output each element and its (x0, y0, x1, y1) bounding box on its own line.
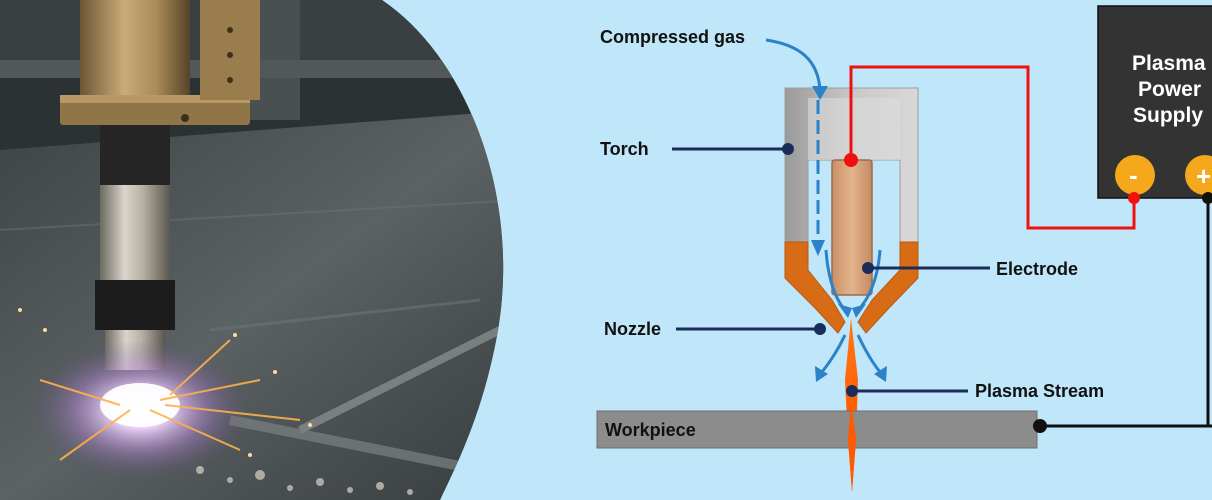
workpiece-connection (1033, 419, 1047, 433)
arrow-icon (838, 304, 852, 318)
electrode-label: Electrode (996, 259, 1078, 279)
arrow-icon (812, 86, 828, 100)
power-supply-line1: Plasma (1132, 52, 1206, 75)
power-supply-line3: Supply (1133, 104, 1203, 127)
torch-label: Torch (600, 139, 649, 159)
leader-lines (672, 147, 990, 393)
arrow-icon (815, 366, 828, 382)
plasma-stream-label: Plasma Stream (975, 381, 1104, 401)
plasma-cutting-photo (0, 0, 504, 500)
plasma-torch-diagram: Workpiece Compressed gas Torch Electrode… (596, 5, 1212, 492)
positive-terminal-dot (1202, 192, 1212, 204)
nozzle-right (857, 241, 919, 334)
negative-terminal-dot (1128, 192, 1140, 204)
workpiece-label: Workpiece (605, 420, 696, 440)
negative-sign: - (1129, 160, 1138, 190)
gas-flow-arrows (765, 38, 882, 373)
arrow-icon (874, 366, 887, 382)
arrow-icon (811, 240, 825, 256)
torch-pointer-dot (782, 143, 794, 155)
power-supply-line2: Power (1138, 78, 1201, 101)
negative-wire (849, 65, 1136, 230)
arrow-icon (852, 304, 866, 318)
electrode (831, 159, 873, 296)
nozzle-pointer-dot (814, 323, 826, 335)
negative-terminal (1115, 155, 1155, 195)
nozzle-label: Nozzle (604, 319, 661, 339)
arrow-icon (765, 38, 822, 91)
plasma-pointer-dot (846, 385, 858, 397)
electrode-pointer-dot (862, 262, 874, 274)
compressed-gas-label: Compressed gas (600, 27, 745, 47)
nozzle-left (784, 241, 846, 334)
positive-terminal (1185, 155, 1212, 195)
positive-sign: + (1196, 161, 1211, 191)
electrode-connection (844, 153, 858, 167)
